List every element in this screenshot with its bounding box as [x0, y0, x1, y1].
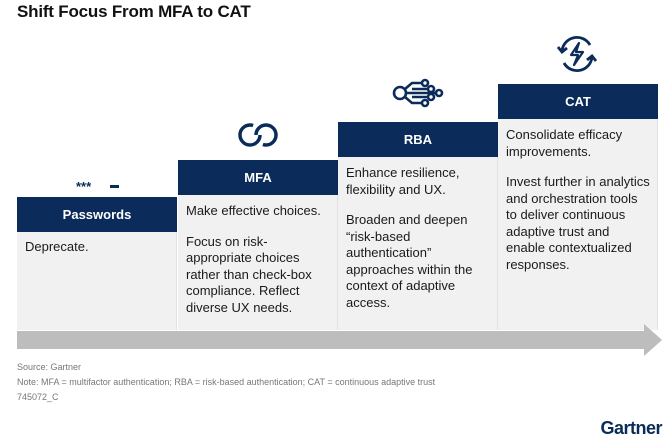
stage-body: Consolidate efficacy improvements. Inves…: [506, 127, 651, 287]
circuit-icon: [392, 78, 444, 113]
refresh-lightning-icon: [555, 35, 599, 78]
stage-header: CAT: [498, 84, 658, 119]
page-title: Shift Focus From MFA to CAT: [17, 2, 251, 21]
stage-text: Enhance resilience, flexibility and UX.: [346, 165, 460, 197]
stage-text: Deprecate.: [25, 239, 89, 254]
figure-id: 745072_C: [17, 392, 59, 402]
stage-text: Broaden and deepen “risk-based authentic…: [346, 212, 473, 310]
stage-header: Passwords: [17, 197, 177, 232]
stage-passwords: Passwords Deprecate.: [17, 197, 177, 330]
stage-body: Deprecate.: [25, 239, 170, 270]
svg-text:***: ***: [76, 179, 92, 191]
linked-rings-icon: [236, 121, 280, 154]
stage-header: MFA: [178, 160, 338, 195]
stage-body: Enhance resilience, flexibility and UX. …: [346, 165, 491, 325]
stage-text: Consolidate efficacy improvements.: [506, 127, 623, 159]
progression-arrow: [17, 324, 662, 361]
password-icon: ***: [76, 178, 120, 196]
source-text: Source: Gartner: [17, 362, 82, 372]
stage-text: Focus on risk-appropriate choices rather…: [186, 233, 312, 315]
gartner-logo: Gartner: [600, 418, 662, 438]
stage-header: RBA: [338, 122, 498, 157]
stage-text: Invest further in analytics and orchestr…: [506, 174, 650, 272]
stage-mfa: MFA Make effective choices. Focus on ris…: [178, 160, 338, 330]
stage-cat: CAT Consolidate efficacy improvements. I…: [498, 84, 658, 330]
stage-body: Make effective choices. Focus on risk-ap…: [186, 203, 331, 330]
stage-text: Make effective choices.: [186, 203, 321, 218]
stage-rba: RBA Enhance resilience, flexibility and …: [338, 122, 498, 330]
note-text: Note: MFA = multifactor authentication; …: [17, 377, 436, 387]
